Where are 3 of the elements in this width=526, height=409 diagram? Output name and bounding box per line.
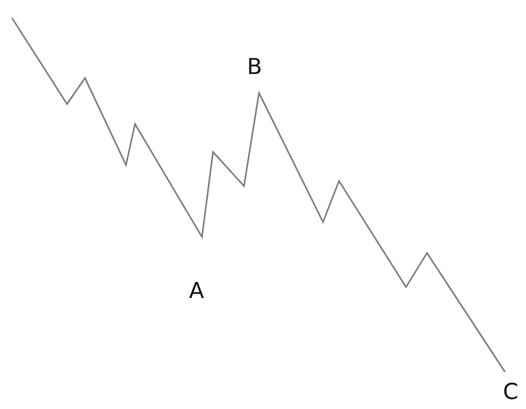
point-label: C [503,382,518,404]
point-label: B [247,57,262,79]
point-label: A [189,281,204,303]
